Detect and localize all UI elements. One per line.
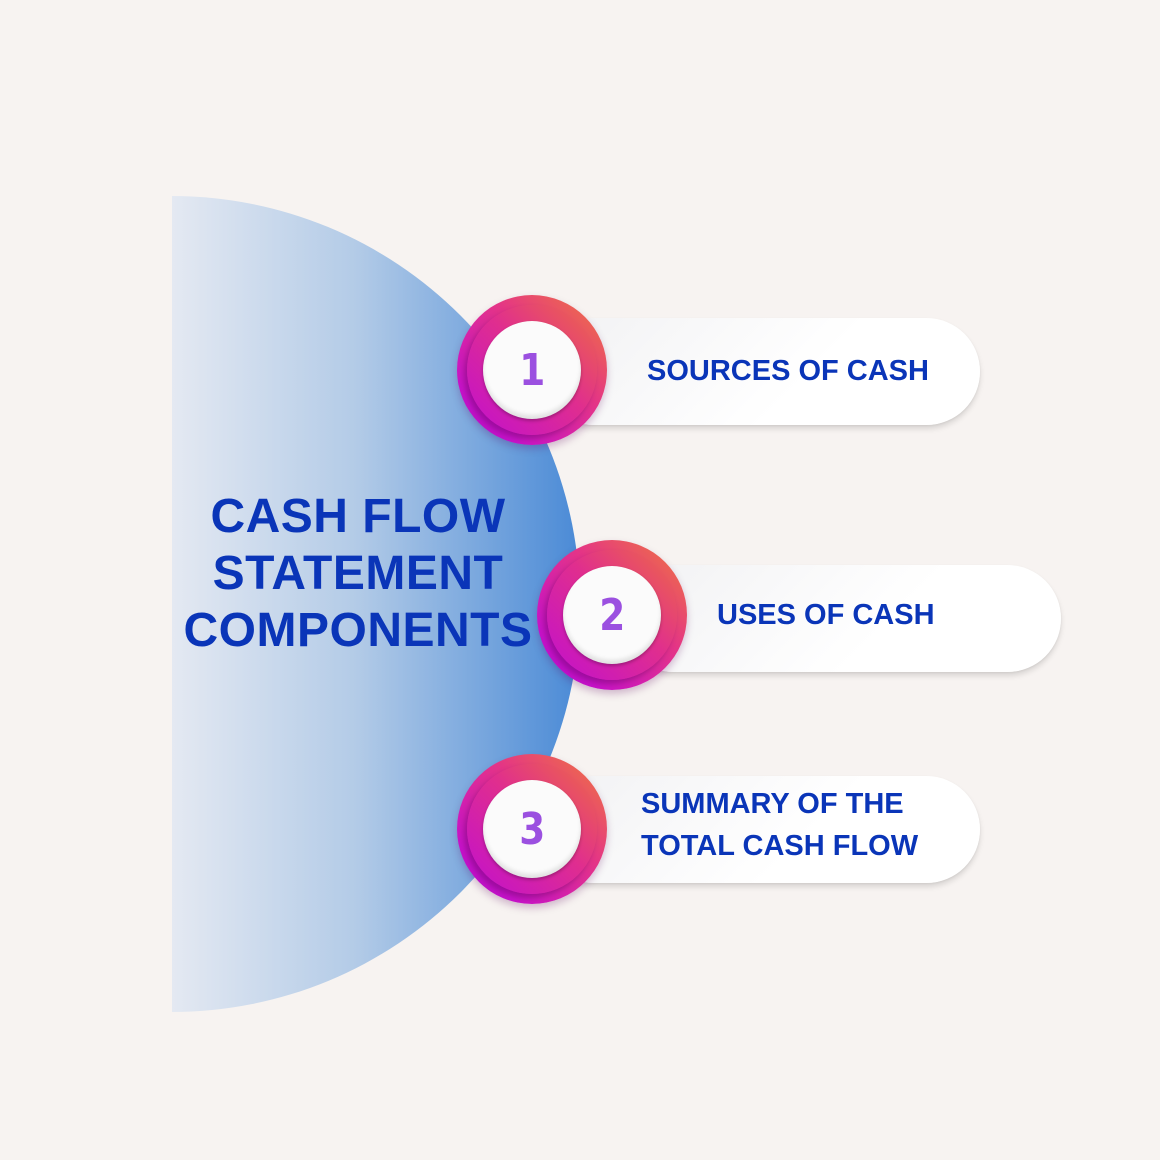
item-1-number: 1: [518, 344, 546, 396]
item-2-number: 2: [598, 589, 626, 641]
item-3-badge: 3: [457, 754, 607, 904]
item-3-number: 3: [518, 803, 546, 855]
diagram-title: CASH FLOW STATEMENT COMPONENTS: [172, 488, 544, 659]
title-line-2: STATEMENT: [212, 547, 504, 600]
item-1-pill: SOURCES OF CASH: [540, 318, 980, 425]
item-3-label-line-1: SUMMARY OF THE: [641, 788, 904, 820]
title-line-3: COMPONENTS: [183, 604, 533, 657]
item-3-pill: SUMMARY OF THE TOTAL CASH FLOW: [540, 776, 980, 883]
badge-inner-circle: 2: [563, 566, 661, 664]
item-1-label: SOURCES OF CASH: [647, 355, 929, 387]
item-3-label-line-2: TOTAL CASH FLOW: [641, 830, 919, 862]
item-2-pill: USES OF CASH: [620, 565, 1061, 672]
item-2-label: USES OF CASH: [717, 599, 935, 631]
item-1-badge: 1: [457, 295, 607, 445]
title-line-1: CASH FLOW: [210, 490, 506, 543]
item-3-label: SUMMARY OF THE TOTAL CASH FLOW: [641, 783, 918, 867]
badge-inner-circle: 1: [483, 321, 581, 419]
badge-inner-circle: 3: [483, 780, 581, 878]
item-2-badge: 2: [537, 540, 687, 690]
